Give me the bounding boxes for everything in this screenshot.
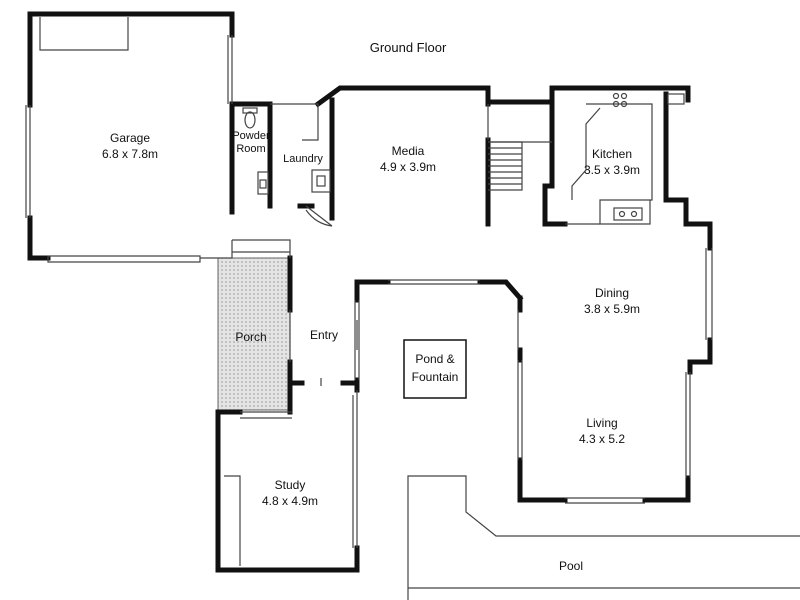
kitchen-right-wall xyxy=(663,91,713,251)
dining-right-wall-a xyxy=(687,337,713,375)
entry-label: Entry xyxy=(310,328,338,342)
walls-thin xyxy=(25,17,800,600)
toilet xyxy=(244,111,256,129)
dining-size: 3.8 x 5.9m xyxy=(584,302,640,316)
garage-door xyxy=(47,255,201,263)
toilet-cistern xyxy=(242,107,258,114)
walls-thick xyxy=(27,11,713,573)
media-top-wall xyxy=(314,85,491,108)
living-size: 4.3 x 5.2 xyxy=(579,432,625,446)
sink-bowl-left xyxy=(618,210,626,218)
cooktop-burner xyxy=(612,92,620,100)
study-name: Study xyxy=(275,478,306,492)
sink-bowl-right xyxy=(630,210,638,218)
kitchen-bench xyxy=(586,103,653,225)
media-name: Media xyxy=(392,144,425,158)
powder-basin xyxy=(257,171,269,195)
stairs xyxy=(487,104,552,191)
living-name: Living xyxy=(586,416,617,430)
powder-basin-inner xyxy=(259,179,267,189)
kitchen-nook xyxy=(542,183,568,227)
garage-name: Garage xyxy=(110,131,150,145)
powder-label-2: Room xyxy=(236,143,265,155)
pond-label-2: Fountain xyxy=(412,370,459,384)
study-size: 4.8 x 4.9m xyxy=(262,494,318,508)
study-wall xyxy=(215,409,360,573)
kitchen-island xyxy=(571,107,601,200)
pond-box xyxy=(403,339,467,399)
laundry-outline xyxy=(270,103,319,141)
kitchen-fridge xyxy=(667,93,685,105)
pond-label-1: Pond & xyxy=(415,352,454,366)
courtyard-top-right xyxy=(477,279,524,302)
media-size: 4.9 x 3.9m xyxy=(380,160,436,174)
kitchen-top-wall xyxy=(485,85,691,105)
pool-label: Pool xyxy=(559,559,583,573)
laundry-tub-inner xyxy=(316,175,326,187)
porch-stub xyxy=(232,239,291,258)
garage-size: 6.8 x 7.8m xyxy=(102,147,158,161)
porch-label: Porch xyxy=(235,330,266,344)
kitchen-size: 3.5 x 3.9m xyxy=(584,163,640,177)
living-right-wall xyxy=(642,475,691,503)
study-cabinet xyxy=(224,475,241,566)
garage-bottom-right xyxy=(200,240,233,259)
laundry-label: Laundry xyxy=(283,153,323,165)
dining-name: Dining xyxy=(595,286,629,300)
laundry-door xyxy=(305,209,333,227)
garage-wall xyxy=(27,11,235,108)
courtyard-top-wall xyxy=(354,279,391,303)
porch-area xyxy=(217,257,291,411)
laundry-tub xyxy=(311,169,331,193)
plan-title: Ground Floor xyxy=(370,40,447,55)
cooktop-burner xyxy=(612,100,620,108)
kitchen-sink xyxy=(613,207,643,221)
pool-edge xyxy=(407,475,800,600)
cooktop-burner xyxy=(620,92,628,100)
cooktop-burner xyxy=(620,100,628,108)
kitchen-name: Kitchen xyxy=(592,147,632,161)
garage-storage xyxy=(39,17,129,51)
laundry-door-line xyxy=(305,205,333,227)
powder-label-1: Powder xyxy=(232,130,270,142)
